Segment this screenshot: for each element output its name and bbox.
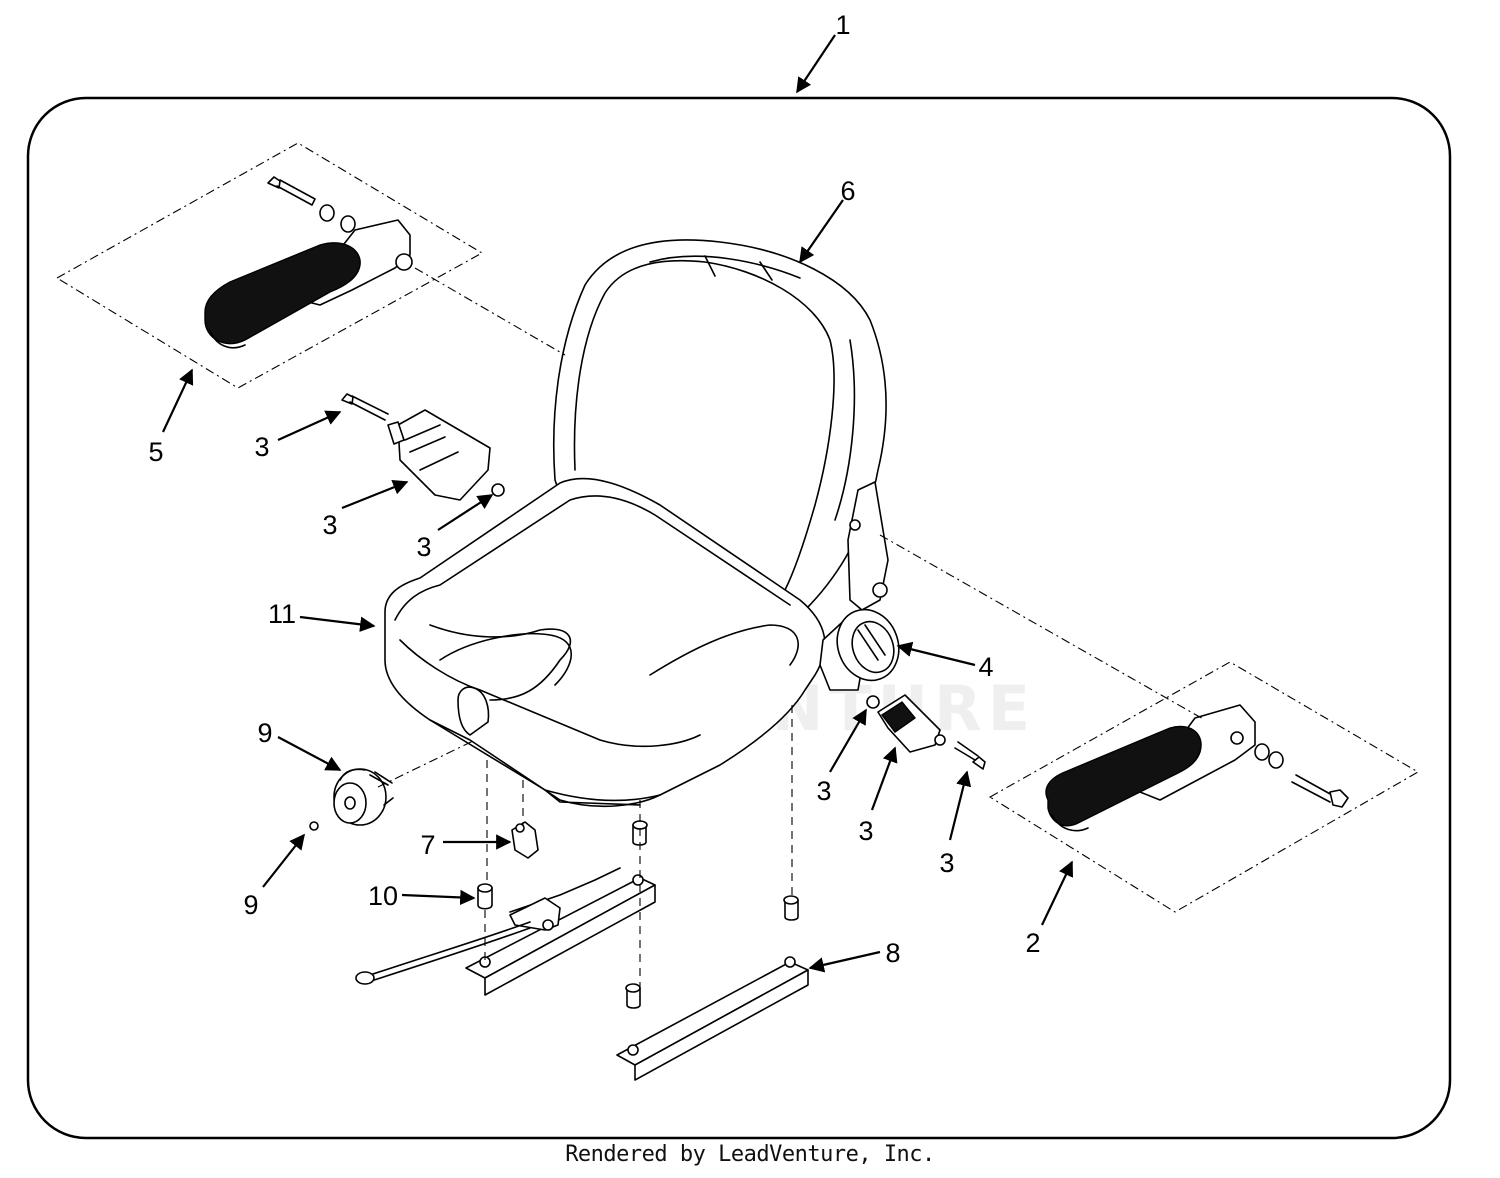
callout-3f: 3 — [939, 848, 954, 878]
callout-6: 6 — [840, 176, 855, 206]
callout-5: 5 — [148, 437, 163, 467]
callout-7: 7 — [420, 830, 435, 860]
callout-3c: 3 — [416, 532, 431, 562]
seat-belt-latch — [866, 694, 986, 770]
assembly-frame — [26, 96, 1452, 1140]
back-adjust-knob — [836, 608, 900, 682]
left-armrest-group — [55, 142, 484, 389]
callout-1: 1 — [835, 10, 850, 40]
seat — [384, 239, 887, 808]
callout-8: 8 — [885, 938, 900, 968]
callout-9a: 9 — [257, 718, 272, 748]
callout-3e: 3 — [858, 816, 873, 846]
callout-3d: 3 — [816, 776, 831, 806]
hand-knob — [309, 768, 394, 831]
slide-rails — [355, 820, 809, 1081]
callout-2: 2 — [1025, 928, 1040, 958]
callout-3b: 3 — [322, 510, 337, 540]
callout-10: 10 — [368, 881, 398, 911]
render-credit: Rendered by LeadVenture, Inc. — [565, 1142, 935, 1167]
alignment-lines — [377, 267, 1206, 1000]
callout-4: 4 — [978, 652, 993, 682]
callout-arrows — [162, 34, 1073, 973]
callout-3a: 3 — [254, 432, 269, 462]
callout-9b: 9 — [243, 890, 258, 920]
callout-11: 11 — [268, 599, 296, 629]
right-armrest-group — [988, 661, 1420, 913]
callout-labels: 1 2 3 3 3 3 3 3 4 5 6 7 8 9 9 10 11 — [148, 10, 1040, 968]
switch-assembly — [341, 393, 505, 501]
